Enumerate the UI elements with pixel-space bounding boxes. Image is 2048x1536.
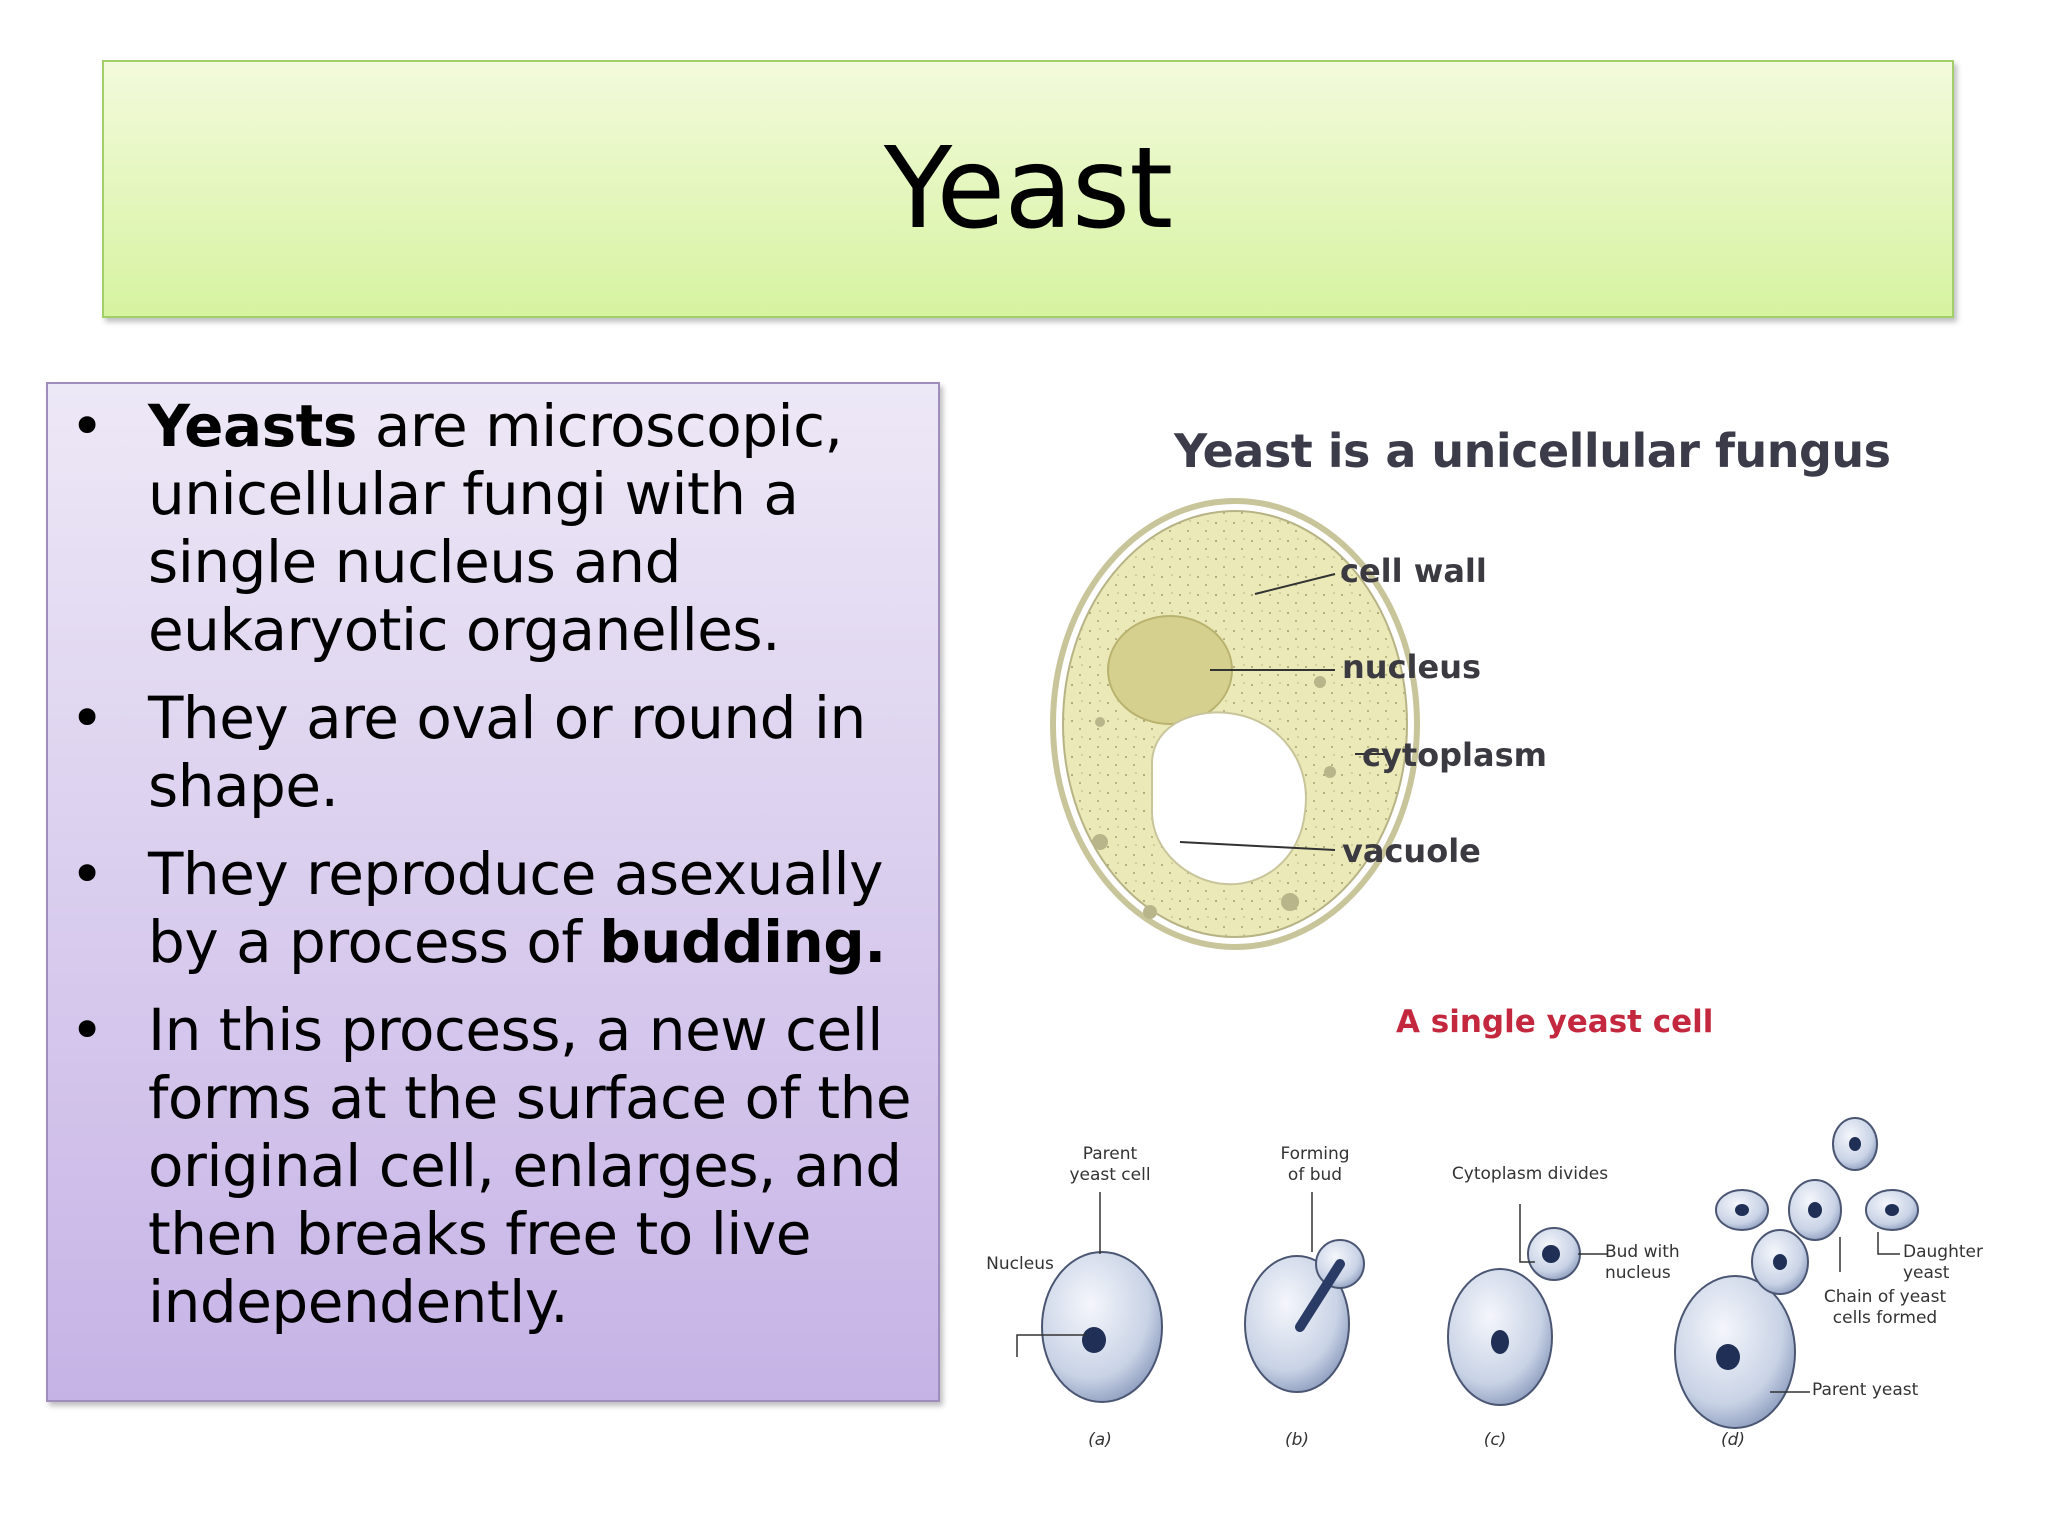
bullet-item: • In this process, a new cell forms at t…: [48, 996, 928, 1336]
label-nucleus-a: Nucleus: [986, 1254, 1054, 1274]
panel-label-a: (a): [1088, 1430, 1112, 1450]
panel-label-b: (b): [1284, 1430, 1310, 1450]
bullet-text: are microscopic, unicellular fungi with …: [148, 392, 843, 664]
label-nucleus: nucleus: [1342, 648, 1482, 686]
bullet-bold: Yeasts: [148, 392, 357, 460]
bullet-list: • Yeasts are microscopic, unicellular fu…: [48, 384, 938, 1336]
label-parent-yeast-cell: Parent yeast cell: [1069, 1144, 1151, 1185]
label-daughter-yeast: Daughter yeast: [1903, 1242, 1983, 1283]
bullet-text: In this process, a new cell forms at the…: [148, 996, 912, 1336]
single-cell: [1050, 498, 1420, 950]
label-cell-wall: cell wall: [1340, 552, 1487, 590]
label-chain-of-yeast: Chain of yeast cells formed: [1823, 1287, 1947, 1328]
bullet-dot: •: [70, 684, 104, 752]
label-vacuole: vacuole: [1342, 832, 1481, 870]
bullet-text: They reproduce asexually by a process of: [148, 840, 883, 976]
bullet-item: • They are oval or round in shape.: [48, 684, 928, 820]
budding-panels: [1016, 1117, 1919, 1429]
slide-title: Yeast: [883, 124, 1173, 254]
label-bud-with-nucleus: Bud with nucleus: [1605, 1242, 1680, 1283]
bullet-dot: •: [70, 840, 104, 908]
yeast-figure: Yeast is a unicellular fungus: [960, 392, 2040, 1472]
title-bar: Yeast: [102, 60, 1954, 318]
bullet-dot: •: [70, 392, 104, 460]
label-cytoplasm: cytoplasm: [1362, 736, 1547, 774]
yeast-illustration: [1016, 498, 1919, 1429]
bullet-text: They are oval or round in shape.: [148, 684, 866, 820]
text-box: • Yeasts are microscopic, unicellular fu…: [46, 382, 940, 1402]
bullet-bold-tail: budding.: [599, 908, 886, 976]
panel-label-c: (c): [1483, 1430, 1507, 1450]
bullet-item: • They reproduce asexually by a process …: [48, 840, 928, 976]
label-parent-yeast: Parent yeast: [1812, 1380, 1919, 1400]
bullet-dot: •: [70, 996, 104, 1064]
bullet-item: • Yeasts are microscopic, unicellular fu…: [48, 392, 928, 664]
cell-wall-shape: [1050, 498, 1420, 950]
single-cell-caption: A single yeast cell: [1396, 1004, 1714, 1040]
vacuole-shape: [1151, 711, 1307, 886]
figure-heading: Yeast is a unicellular fungus: [1174, 424, 1891, 478]
label-cytoplasm-divides: Cytoplasm divides: [1451, 1164, 1609, 1184]
label-forming-of-bud: Forming of bud: [1280, 1144, 1350, 1185]
parent-cell-a: [1041, 1251, 1163, 1403]
panel-label-d: (d): [1720, 1430, 1746, 1450]
